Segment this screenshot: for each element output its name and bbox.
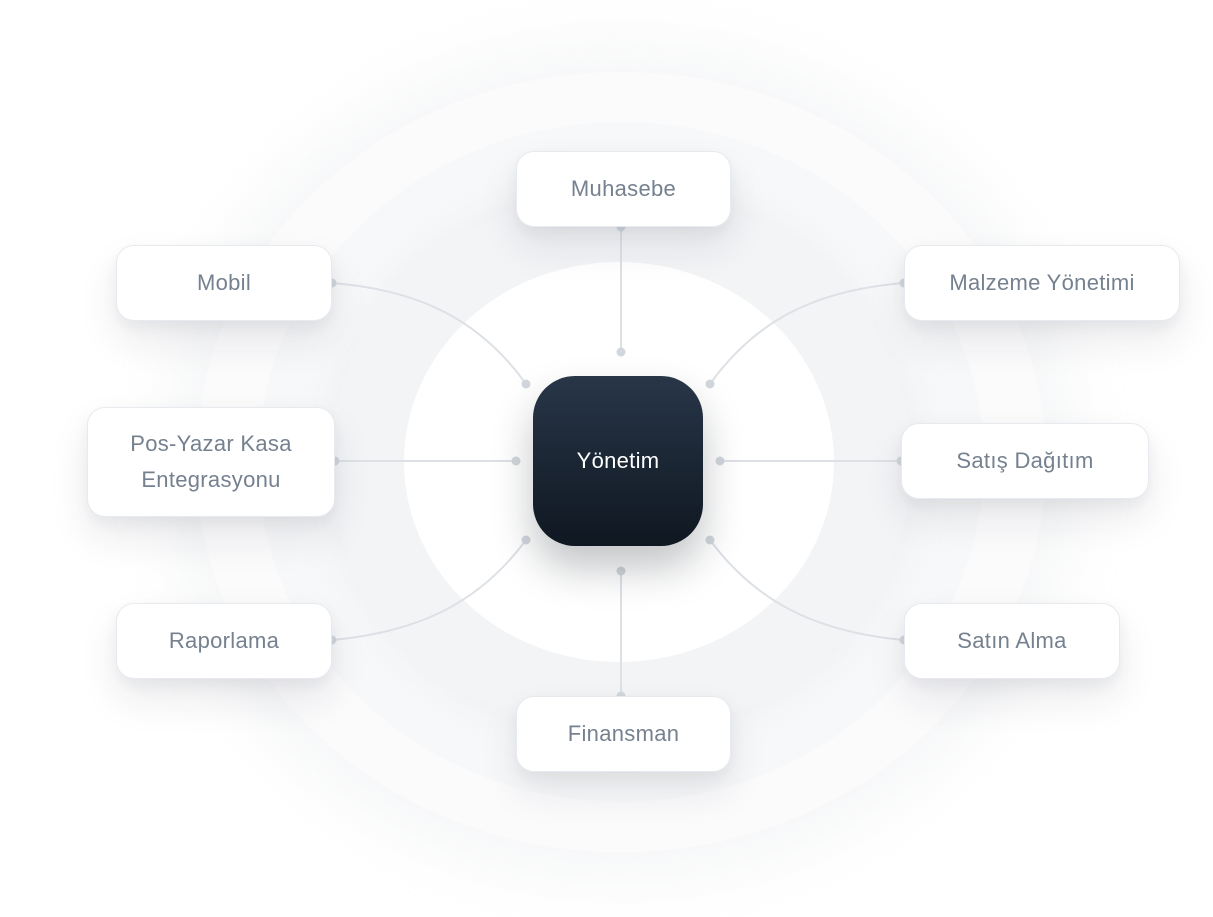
connector-dot	[521, 535, 531, 545]
module-label: Raporlama	[168, 628, 280, 653]
module-node-malzeme-yonetimi[interactable]: Malzeme Yönetimi	[904, 245, 1180, 321]
module-label: Malzeme Yönetimi	[949, 270, 1135, 295]
module-node-satin-alma[interactable]: Satın Alma	[904, 603, 1120, 679]
connector-malzeme	[709, 282, 905, 385]
connector-dot	[705, 379, 715, 389]
connector-dot	[616, 347, 626, 357]
hub-label: Yönetim	[576, 448, 660, 473]
module-node-raporlama[interactable]: Raporlama	[116, 603, 332, 679]
connector-dot	[715, 456, 725, 466]
connector-satin-alma	[709, 539, 905, 641]
module-node-mobil[interactable]: Mobil	[116, 245, 332, 321]
module-node-pos-yazar-kasa[interactable]: Pos-Yazar Kasa Entegrasyonu	[87, 407, 335, 517]
module-label: Satış Dağıtım	[956, 448, 1094, 473]
connector-mobil	[331, 282, 527, 385]
module-label: Finansman	[567, 721, 680, 746]
module-node-satis-dagitim[interactable]: Satış Dağıtım	[901, 423, 1149, 499]
connector-dot	[511, 456, 521, 466]
connector-dot	[521, 379, 531, 389]
module-label: Satın Alma	[957, 628, 1067, 653]
module-label: Mobil	[196, 270, 252, 295]
connector-dot	[616, 566, 626, 576]
connector-dot	[705, 535, 715, 545]
module-label: Pos-Yazar Kasa Entegrasyonu	[130, 431, 292, 492]
hub-node-yonetim[interactable]: Yönetim	[533, 376, 703, 546]
module-label: Muhasebe	[570, 176, 677, 201]
module-node-muhasebe[interactable]: Muhasebe	[516, 151, 731, 227]
connector-raporlama	[331, 539, 527, 641]
module-node-finansman[interactable]: Finansman	[516, 696, 731, 772]
